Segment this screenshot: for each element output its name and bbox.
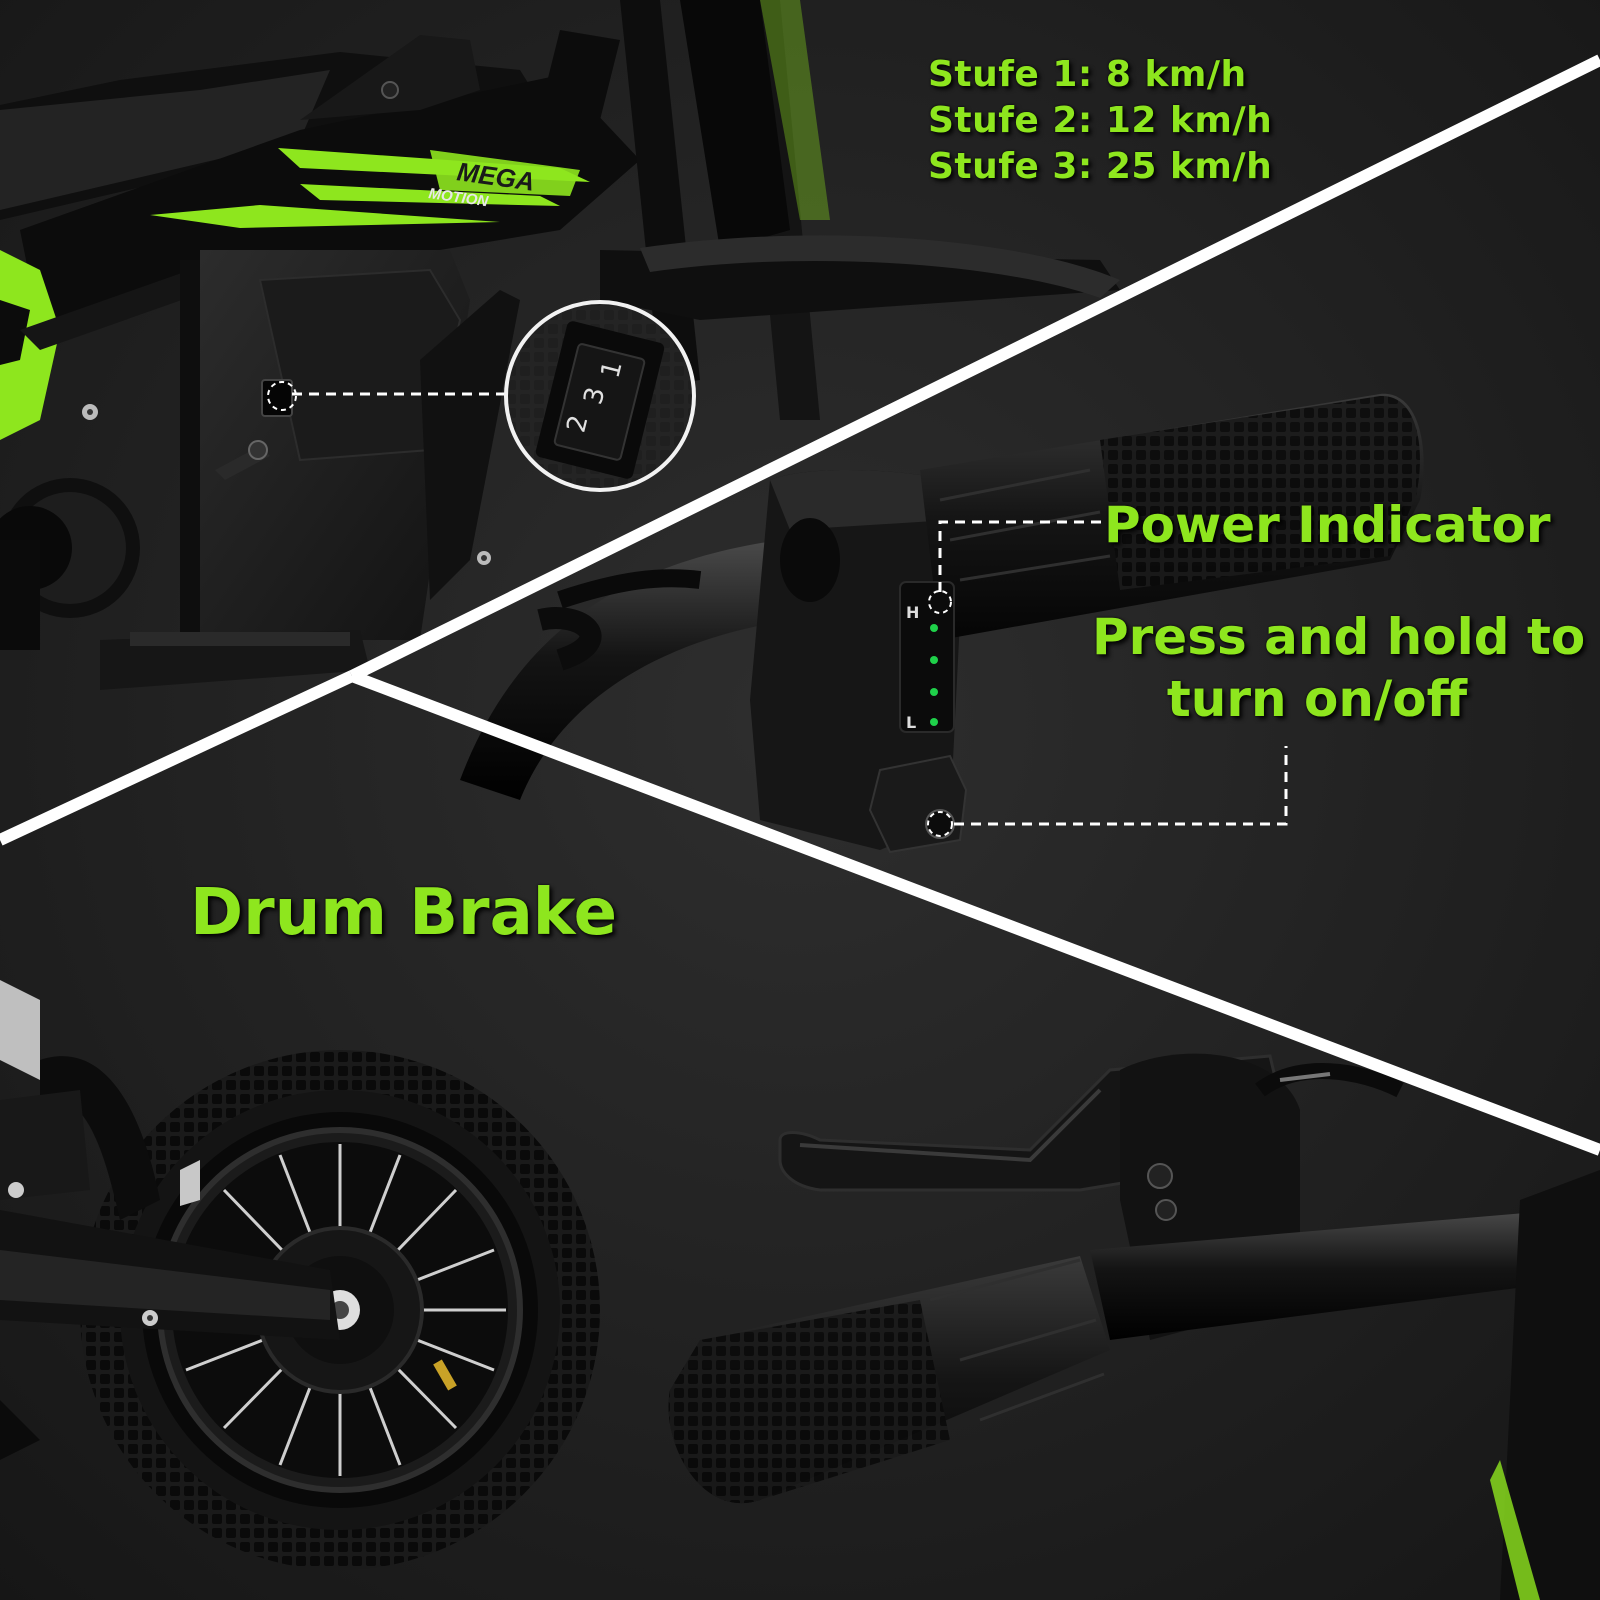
power-button-label-line2: turn on/off: [1166, 670, 1468, 728]
panel-divider-top: [349, 54, 1600, 682]
speed-switch-digit-1: 1: [596, 358, 629, 381]
panel-divider-bottom: [349, 670, 1600, 1156]
speed-switch-digit-3: 3: [578, 384, 611, 407]
speed-levels-list: Stufe 1: 8 km/h Stufe 2: 12 km/h Stufe 3…: [928, 52, 1272, 190]
speed-level-2: Stufe 2: 12 km/h: [928, 100, 1273, 141]
speed-switch-zoom: 1 3 2: [504, 300, 696, 492]
panel-divider-left: [0, 670, 355, 846]
indicator-low-mark: L: [906, 713, 916, 732]
indicator-led: [930, 624, 938, 632]
power-indicator-label: Power Indicator: [1104, 496, 1551, 554]
speed-level-3: Stufe 3: 25 km/h: [928, 146, 1273, 187]
speed-level-1: Stufe 1: 8 km/h: [928, 54, 1247, 95]
bike-side-panel: MEGA MOTION: [0, 0, 1120, 690]
indicator-led: [930, 718, 938, 726]
indicator-high-mark: H: [906, 603, 919, 622]
drum-brake-label: Drum Brake: [190, 876, 617, 950]
brake-lever-panel: [668, 1053, 1600, 1600]
rear-wheel-panel: [0, 980, 600, 1570]
indicator-led: [930, 688, 938, 696]
throttle-grip-panel: H L: [460, 393, 1424, 854]
indicator-led: [930, 656, 938, 664]
power-button-label-line1: Press and hold to: [1092, 608, 1586, 666]
power-button[interactable]: [925, 809, 955, 839]
power-button-label: Press and hold to turn on/off: [1092, 606, 1586, 730]
power-button-leader: [954, 746, 1288, 826]
power-indicator-leader: [938, 520, 1102, 592]
speed-switch-digit-2: 2: [561, 412, 594, 435]
